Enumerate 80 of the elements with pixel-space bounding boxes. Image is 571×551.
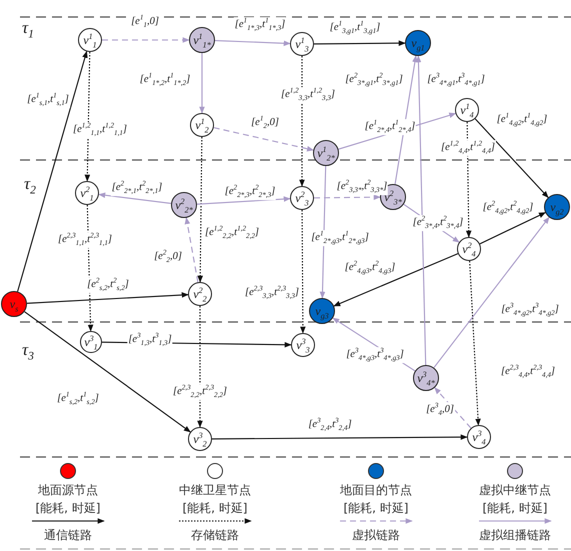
arrow <box>314 194 381 200</box>
arrow <box>434 387 472 428</box>
time-slot-label: τ$_{2}$ <box>24 174 36 194</box>
arrow <box>102 37 190 43</box>
edge-label: [e$^{2}$$_{3*,4}$,t$^{2}$$_{3*,4}$] <box>412 215 464 231</box>
edge-label: [e$^{2}$$_{4,g2}$,t$^{2}$$_{4,g2}$] <box>482 200 534 216</box>
arrow <box>199 53 205 114</box>
time-slot-label: τ$_{3}$ <box>22 340 34 360</box>
edge-label: [e$^{1}$$_{2}$,0] <box>250 115 280 131</box>
cost-delay-label: [能耗, 时延] <box>182 500 248 517</box>
arrow <box>299 56 305 187</box>
arrow <box>26 292 189 304</box>
legend-label: 虚拟链路 <box>352 527 400 544</box>
arrow <box>433 216 550 368</box>
arrow <box>480 212 546 244</box>
arrow <box>24 311 191 432</box>
cost-delay-label: [能耗, 时延] <box>344 500 408 517</box>
edge-label: [e$^{1}$$_{s,1}$,t$^{1}$$_{s,1}$] <box>26 92 70 108</box>
arrow <box>196 196 291 205</box>
arrow <box>98 192 172 204</box>
edge-label: [e$^{1}$$_{3,g1}$,t$^{1}$$_{3,g1}$] <box>328 20 382 36</box>
arrow <box>320 166 326 299</box>
legend-label: 中继卫星节点 <box>179 482 251 499</box>
edge-label: [e$^{2}$$_{2}$,0] <box>153 249 183 265</box>
edge-label: [e$^{1}$$_{2*,4}$,t$^{1}$$_{2*,4}$] <box>364 119 416 135</box>
arrow <box>184 217 198 282</box>
arrow <box>212 434 468 440</box>
edge-label: [e$^{2,3}$$_{4,4}$,t$^{2,3}$$_{4,4}$] <box>500 364 556 380</box>
time-slot-label: τ$_{1}$ <box>22 18 34 38</box>
arrow <box>214 40 291 46</box>
arrow <box>17 50 88 292</box>
arrow <box>469 260 481 426</box>
edge-label: [e$^{2}$$_{2*,1}$,t$^{2}$$_{2*,1}$] <box>110 180 164 196</box>
edge-label: [e$^{1}$$_{s,2}$,t$^{1}$$_{s,2}$] <box>56 391 100 407</box>
node-circle: v$_{s}$ <box>1 291 27 317</box>
legend-label: 地面源节点 <box>38 482 98 499</box>
edge-label: [e$^{3}$$_{2,4}$,t$^{3}$$_{2,4}$] <box>307 417 353 433</box>
node-circle: v$_{g2}$ <box>544 194 570 220</box>
edge-label: [e$^{2,3}$$_{3,3}$,t$^{2,3}$$_{3,3}$] <box>244 285 300 301</box>
edge-label: [e$^{2}$$_{4,g3}$,t$^{2}$$_{4,g3}$] <box>344 260 396 276</box>
legend-label: 地面目的节点 <box>340 482 412 499</box>
arrow <box>197 137 204 283</box>
arrow <box>214 127 314 152</box>
arrow <box>84 52 90 182</box>
arrow <box>474 118 549 198</box>
edge-label: [e$^{1,2}$$_{3,3}$,t$^{1,2}$$_{3,3}$] <box>280 87 336 103</box>
edge-label: [e$^{2}$$_{s,2}$,t$^{2}$$_{s,2}$] <box>86 277 130 293</box>
edge-label: [e$^{1}$$_{4,g2}$,t$^{1}$$_{4,g2}$] <box>496 112 548 128</box>
edge-label: [e$^{1,2}$$_{4,4}$,t$^{1,2}$$_{4,4}$] <box>440 140 496 156</box>
edge-label: [e$^{1,2}$$_{1,1}$,t$^{1,2}$$_{1,1}$] <box>72 122 128 138</box>
node-circle: v$_{g3}$ <box>309 298 335 324</box>
edge-label: [e$^{2}$$_{3,3*}$,t$^{2}$$_{3,3*}$] <box>336 179 388 195</box>
edge-label: [e$^{3}$$_{4}$,0] <box>425 402 455 418</box>
arrow <box>314 40 406 46</box>
edge-label: [e$^{3}$$_{4*,g3}$,t$^{3}$$_{4*,g3}$] <box>345 347 405 363</box>
arrow <box>394 55 418 184</box>
arrow <box>333 253 458 306</box>
edge-label: [e$^{3}$$_{4*,g1}$,t$^{3}$$_{4*,g1}$] <box>426 72 486 88</box>
edge-label: [e$^{3}$$_{1,3}$,t$^{3}$$_{1,3}$] <box>127 332 173 348</box>
edge-label: [e$^{2,3}$$_{2,2}$,t$^{2,3}$$_{2,2}$] <box>172 384 228 400</box>
arrow <box>197 306 203 428</box>
edge-label: [e$^{1,2}$$_{2,2}$,t$^{1,2}$$_{2,2}$] <box>204 225 260 241</box>
edge-label: [e$^{2,3}$$_{1,1}$,t$^{2,3}$$_{1,1}$] <box>57 232 113 248</box>
arrow <box>466 122 472 238</box>
cost-delay-label: [能耗, 时延] <box>36 500 100 517</box>
legend-label: 虚拟中继节点 <box>479 482 551 499</box>
edge-label: [e$^{2}$$_{3*,g1}$,t$^{2}$$_{3*,g1}$] <box>344 72 404 88</box>
edge-label: [e$^{2}$$_{2*,3}$,t$^{2}$$_{2*,3}$] <box>224 184 276 200</box>
node-circle: v$_{g1}$ <box>405 30 431 56</box>
arrow <box>416 55 426 366</box>
edge-label: [e$^{1}$$_{1*,2}$,t$^{1}$$_{1*,2}$] <box>138 72 192 88</box>
cost-delay-label: [能耗, 时延] <box>482 500 548 517</box>
arrow <box>300 210 306 334</box>
legend-label: 通信链路 <box>44 527 92 544</box>
edge-label: [e$^{1}$$_{2*,g3}$,t$^{1}$$_{2*,g3}$] <box>310 230 370 246</box>
legend-label: 虚拟组播链路 <box>479 527 551 544</box>
edge-label: [e$^{1}$$_{1}$,0] <box>130 14 160 30</box>
legend-label: 存储链路 <box>191 527 239 544</box>
edge-label: [e$^{3}$$_{4*,g2}$,t$^{3}$$_{4*,g2}$] <box>500 302 560 318</box>
edge-label: [e$^{1}$$_{1*,3}$,t$^{1}$$_{1*,3}$] <box>234 17 286 33</box>
